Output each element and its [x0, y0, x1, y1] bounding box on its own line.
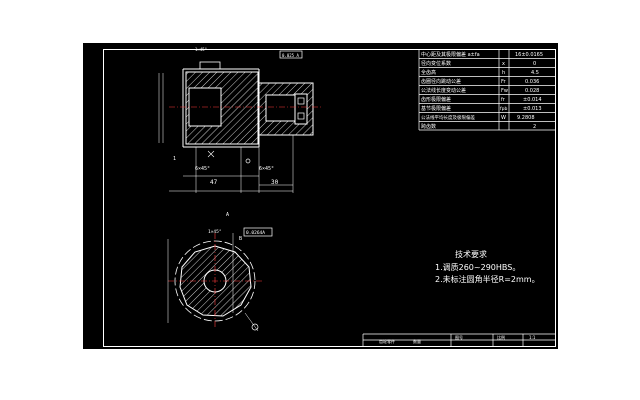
param-row-2-value: 0 — [533, 61, 536, 67]
param-row-9-value: 2 — [533, 124, 536, 130]
dim-6x45: 6×45° — [195, 166, 210, 172]
param-row-3-symbol: h — [502, 70, 505, 76]
param-row-4-value: 0.036 — [525, 79, 539, 85]
param-row-6-symbol: fr — [501, 97, 506, 103]
tech-req-item-1: 1.调质260~290HBS。 — [435, 262, 520, 272]
dim-30: 30 — [271, 179, 279, 186]
param-row-6-value: ±0.014 — [523, 97, 542, 103]
param-row-6-name: 齿形极限偏差 — [421, 96, 451, 103]
dim-1x45-gear: 1×45° — [208, 229, 222, 235]
dim-1-left: 1 — [173, 156, 176, 162]
param-row-2-name: 径向变位系数 — [421, 60, 451, 67]
param-table — [418, 49, 555, 131]
gear-end-view — [167, 233, 263, 332]
title-block-scale-label: 比例 — [497, 334, 505, 340]
param-row-8-name: 公法线平均长度及极限偏差 — [421, 114, 475, 121]
dim-6x45-b: 6×45° — [259, 166, 274, 172]
param-row-8-symbol: W — [501, 115, 506, 121]
section-label-b: B — [239, 236, 242, 242]
param-row-2-symbol: x — [502, 61, 505, 67]
title-block-name: 齿轮零件 — [379, 338, 395, 344]
title-block-scale-value: 1:1 — [529, 335, 536, 340]
section-view — [158, 61, 321, 193]
param-row-1-name: 中心距及其极限偏差 a±fa — [421, 51, 480, 58]
section-label-a: A — [226, 212, 229, 218]
dim-47: 47 — [210, 179, 218, 186]
param-row-8-value: 9.2808 — [517, 115, 535, 121]
param-row-4-name: 齿圈径向跳动公差 — [421, 78, 461, 85]
title-block-drawing-no: 图号 — [455, 334, 463, 340]
param-row-5-name: 公法线长度变动公差 — [421, 87, 466, 94]
tolerance-top-text: 0.025 A — [282, 53, 299, 58]
param-row-1-value: 16±0.0165 — [515, 52, 543, 58]
param-row-7-value: ±0.013 — [523, 106, 542, 112]
tolerance-mid-text: 0.0264A — [246, 230, 265, 236]
drawing-frame — [103, 49, 556, 347]
param-row-9-name: 跨齿数 — [421, 123, 436, 130]
param-row-3-name: 全齿高 — [421, 69, 436, 76]
title-block — [362, 333, 555, 347]
tech-req-item-2: 2.未标注圆角半径R=2mm。 — [435, 274, 540, 284]
title-block-qty: 数量 — [413, 338, 421, 344]
param-row-4-symbol: Fr — [501, 79, 507, 85]
param-row-7-symbol: fpb — [500, 106, 507, 112]
param-row-5-symbol: Fw — [501, 88, 508, 94]
param-row-7-name: 基节极限偏差 — [421, 105, 451, 112]
dim-1x45-left: 1×45° — [195, 47, 207, 52]
tolerance-frame-mid — [243, 227, 273, 237]
tech-req-title: 技术要求 — [455, 249, 487, 259]
cad-drawing-sheet[interactable]: 0.025 A 47 30 6×45° 6×45° 1 1×45° 0.0264… — [83, 43, 558, 349]
param-row-5-value: 0.028 — [525, 88, 539, 94]
param-row-3-value: 4.5 — [531, 70, 539, 76]
tolerance-frame-top — [279, 50, 303, 59]
